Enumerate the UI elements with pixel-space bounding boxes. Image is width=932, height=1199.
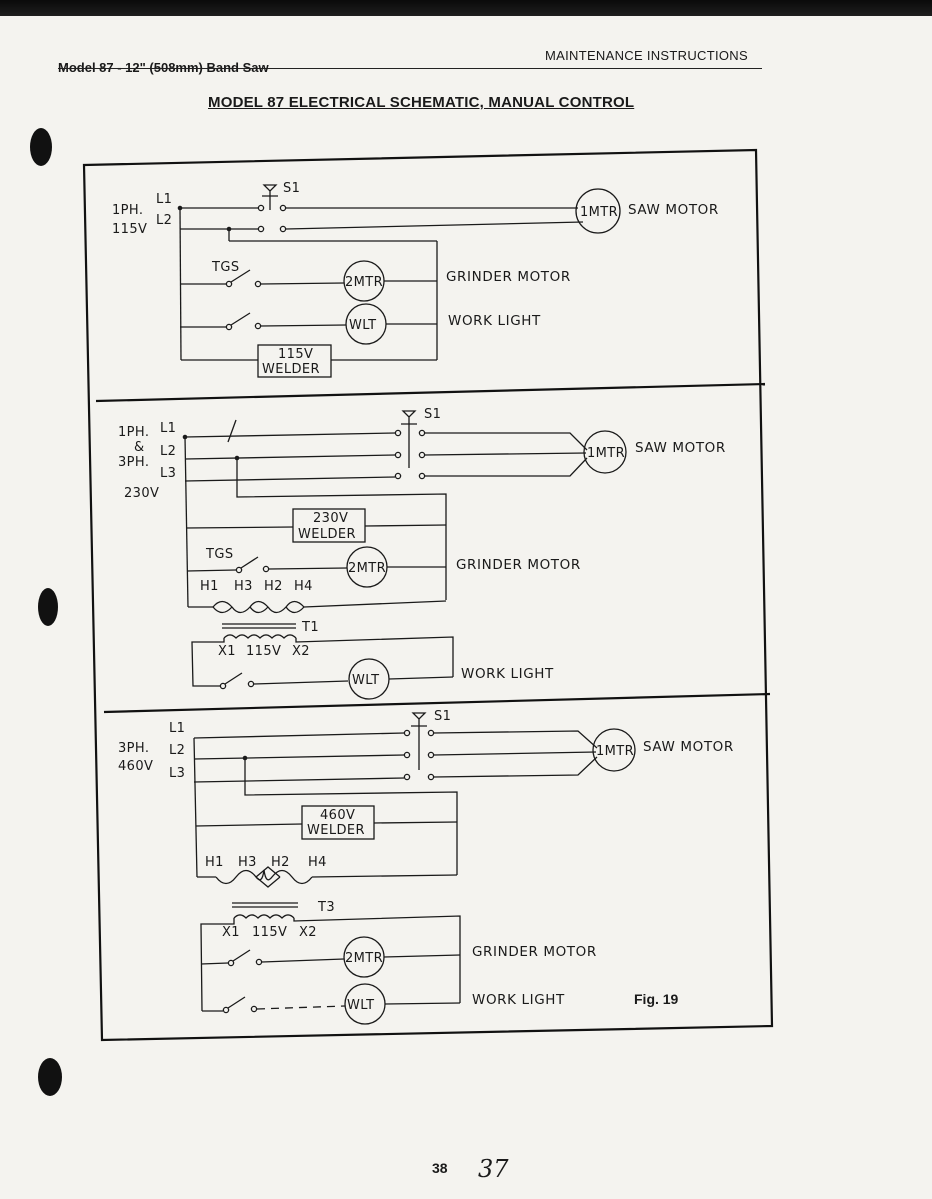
header-section: MAINTENANCE INSTRUCTIONS xyxy=(545,48,748,63)
s2-saw-motor-label: SAW MOTOR xyxy=(635,440,726,456)
section-2-230v: 1PH. & 3PH. 230V L1 L2 L3 S1 1MTR SAW MO… xyxy=(118,407,726,700)
s3-worklight-label: WORK LIGHT xyxy=(472,992,565,1008)
s2-sec-x2: X2 xyxy=(292,644,310,659)
s2-grinder-label: GRINDER MOTOR xyxy=(456,557,581,573)
s3-welder-voltage: 460V xyxy=(320,808,355,823)
s3-line-l1: L1 xyxy=(169,721,185,736)
page-number-handwritten: 37 xyxy=(478,1155,509,1183)
s1-saw-motor-symbol: 1MTR xyxy=(580,205,618,220)
section-divider-1 xyxy=(95,382,766,403)
page-title: MODEL 87 ELECTRICAL SCHEMATIC, MANUAL CO… xyxy=(208,94,635,111)
s1-welder-label: WELDER xyxy=(262,362,320,377)
s3-line-l3: L3 xyxy=(169,766,185,781)
s1-worklight-symbol: WLT xyxy=(349,318,376,333)
s3-tap-h2: H2 xyxy=(271,855,290,870)
s1-worklight-label: WORK LIGHT xyxy=(448,313,541,329)
s3-tap-h3: H3 xyxy=(238,855,257,870)
s1-switch-label: S1 xyxy=(283,181,300,196)
s2-tap-h1: H1 xyxy=(200,579,219,594)
s3-grinder-label: GRINDER MOTOR xyxy=(472,944,597,960)
s2-switch-pushbutton xyxy=(401,410,417,468)
s2-switch-label: S1 xyxy=(424,407,441,422)
binder-hole-bottom xyxy=(38,1058,62,1096)
binder-hole-top xyxy=(30,128,52,166)
section-divider-2 xyxy=(103,692,771,714)
s1-supply-phase: 1PH. xyxy=(112,203,143,218)
s2-transformer-label: T1 xyxy=(301,620,319,635)
binder-hole-middle xyxy=(38,588,58,626)
s1-switch-pushbutton xyxy=(262,184,278,210)
s2-supply-voltage: 230V xyxy=(124,486,159,501)
s2-tap-h2: H2 xyxy=(264,579,283,594)
s2-supply-3ph: 3PH. xyxy=(118,455,149,470)
s3-welder-label: WELDER xyxy=(307,823,365,838)
header-model: Model 87 - 12" (508mm) Band Saw xyxy=(58,60,269,75)
s2-sec-x1: X1 xyxy=(218,644,236,659)
s3-line-l2: L2 xyxy=(169,743,185,758)
s3-sec-x1: X1 xyxy=(222,925,240,940)
schematic-frame xyxy=(82,148,774,1042)
s2-sec-115v: 115V xyxy=(246,644,281,659)
figure-label: Fig. 19 xyxy=(634,991,679,1007)
scan-top-edge xyxy=(0,0,932,16)
section-1-115v: 1PH. 115V L1 L2 S1 1MTR SAW MOTOR TGS 2M… xyxy=(112,181,719,378)
s3-tap-h1: H1 xyxy=(205,855,224,870)
s2-worklight-symbol: WLT xyxy=(352,673,379,688)
s2-tap-h3: H3 xyxy=(234,579,253,594)
s3-worklight-symbol: WLT xyxy=(347,998,374,1013)
s3-saw-motor-symbol: 1MTR xyxy=(596,744,634,759)
s2-line-l1: L1 xyxy=(160,421,176,436)
s3-supply-phase: 3PH. xyxy=(118,741,149,756)
s1-line-l2: L2 xyxy=(156,213,172,228)
s2-supply-and: & xyxy=(134,440,145,455)
s3-transformer-label: T3 xyxy=(317,900,335,915)
s3-grinder-symbol: 2MTR xyxy=(345,951,383,966)
s2-grinder-symbol: 2MTR xyxy=(348,561,386,576)
s2-worklight-label: WORK LIGHT xyxy=(461,666,554,682)
s3-sec-x2: X2 xyxy=(299,925,317,940)
s3-supply-voltage: 460V xyxy=(118,759,153,774)
s1-grinder-label: GRINDER MOTOR xyxy=(446,269,571,285)
s3-switch-pushbutton xyxy=(411,712,427,770)
s1-grinder-symbol: 2MTR xyxy=(345,275,383,290)
s2-tap-h4: H4 xyxy=(294,579,313,594)
s2-tgs-label: TGS xyxy=(205,547,233,562)
s2-line-l2: L2 xyxy=(160,444,176,459)
s2-line-l3: L3 xyxy=(160,466,176,481)
s2-welder-voltage: 230V xyxy=(313,511,348,526)
s1-supply-voltage: 115V xyxy=(112,222,147,237)
s3-sec-115v: 115V xyxy=(252,925,287,940)
header-rule xyxy=(58,68,762,69)
s1-line-l1: L1 xyxy=(156,192,172,207)
s2-welder-label: WELDER xyxy=(298,527,356,542)
s1-tgs-label: TGS xyxy=(211,260,239,275)
s2-saw-motor-symbol: 1MTR xyxy=(587,446,625,461)
page-number: 38 xyxy=(432,1160,448,1176)
section-3-460v: 3PH. 460V L1 L2 L3 S1 1MTR SAW MOTOR 460… xyxy=(118,709,734,1025)
s3-saw-motor-label: SAW MOTOR xyxy=(643,739,734,755)
s3-tap-h4: H4 xyxy=(308,855,327,870)
s3-switch-label: S1 xyxy=(434,709,451,724)
s1-saw-motor-label: SAW MOTOR xyxy=(628,202,719,218)
s1-welder-voltage: 115V xyxy=(278,347,313,362)
s2-supply-1ph: 1PH. xyxy=(118,425,149,440)
